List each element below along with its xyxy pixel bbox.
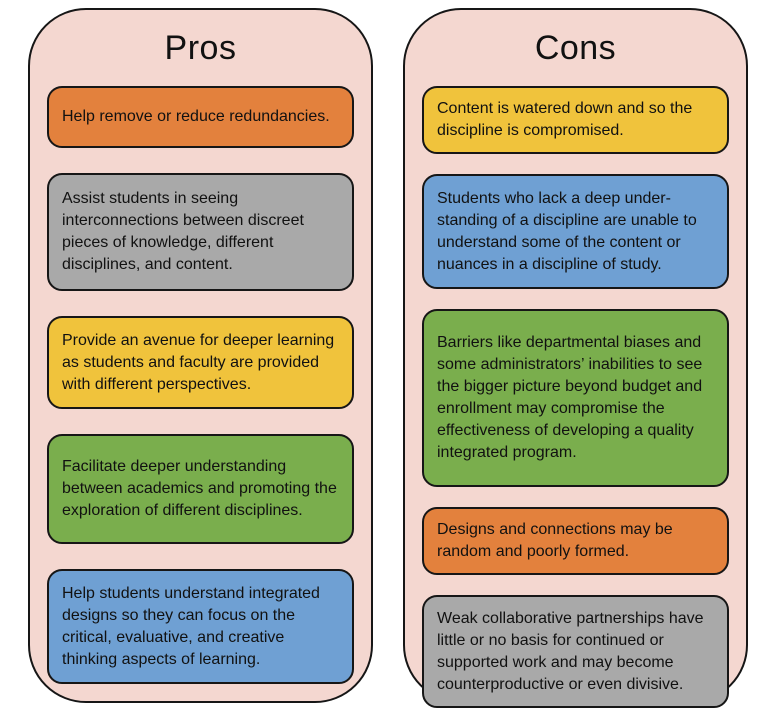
cons-item-4: Designs and connections may be random an…	[422, 507, 729, 575]
pros-item-3: Provide an avenue for deeper learning as…	[47, 316, 354, 409]
item-text: Designs and connections may be random an…	[437, 521, 673, 560]
cons-item-5: Weak collaborative partnerships have lit…	[422, 595, 729, 708]
cons-item-3: Barriers like departmental biases and so…	[422, 309, 729, 487]
item-text: Help students understand integrated desi…	[62, 584, 320, 668]
cons-item-2: Students who lack a deep under-standing …	[422, 174, 729, 289]
pros-panel: Pros Help remove or reduce redundancies.…	[28, 8, 373, 703]
cons-panel: Cons Content is watered down and so the …	[403, 8, 748, 708]
item-text: Content is watered down and so the disci…	[437, 100, 693, 139]
pros-title: Pros	[164, 29, 237, 67]
item-text: Provide an avenue for deeper learning as…	[62, 331, 335, 393]
pros-list: Help remove or reduce redundancies. Assi…	[47, 86, 354, 684]
item-text: Barriers like departmental biases and so…	[437, 334, 703, 461]
cons-list: Content is watered down and so the disci…	[422, 86, 729, 708]
cons-title: Cons	[534, 29, 617, 67]
item-text: Help remove or reduce redundancies.	[62, 108, 330, 125]
item-text: Assist students in seeing interconnectio…	[62, 190, 304, 273]
item-text: Students who lack a deep under-standing …	[437, 189, 697, 273]
item-text: Facilitate deeper understanding between …	[62, 458, 337, 519]
pros-item-1: Help remove or reduce redundancies.	[47, 86, 354, 148]
pros-item-2: Assist students in seeing interconnectio…	[47, 173, 354, 291]
cons-item-1: Content is watered down and so the disci…	[422, 86, 729, 154]
pros-item-4: Facilitate deeper understanding between …	[47, 434, 354, 544]
item-text: Weak collaborative partnerships have lit…	[437, 609, 704, 693]
pros-item-5: Help students understand integrated desi…	[47, 569, 354, 684]
